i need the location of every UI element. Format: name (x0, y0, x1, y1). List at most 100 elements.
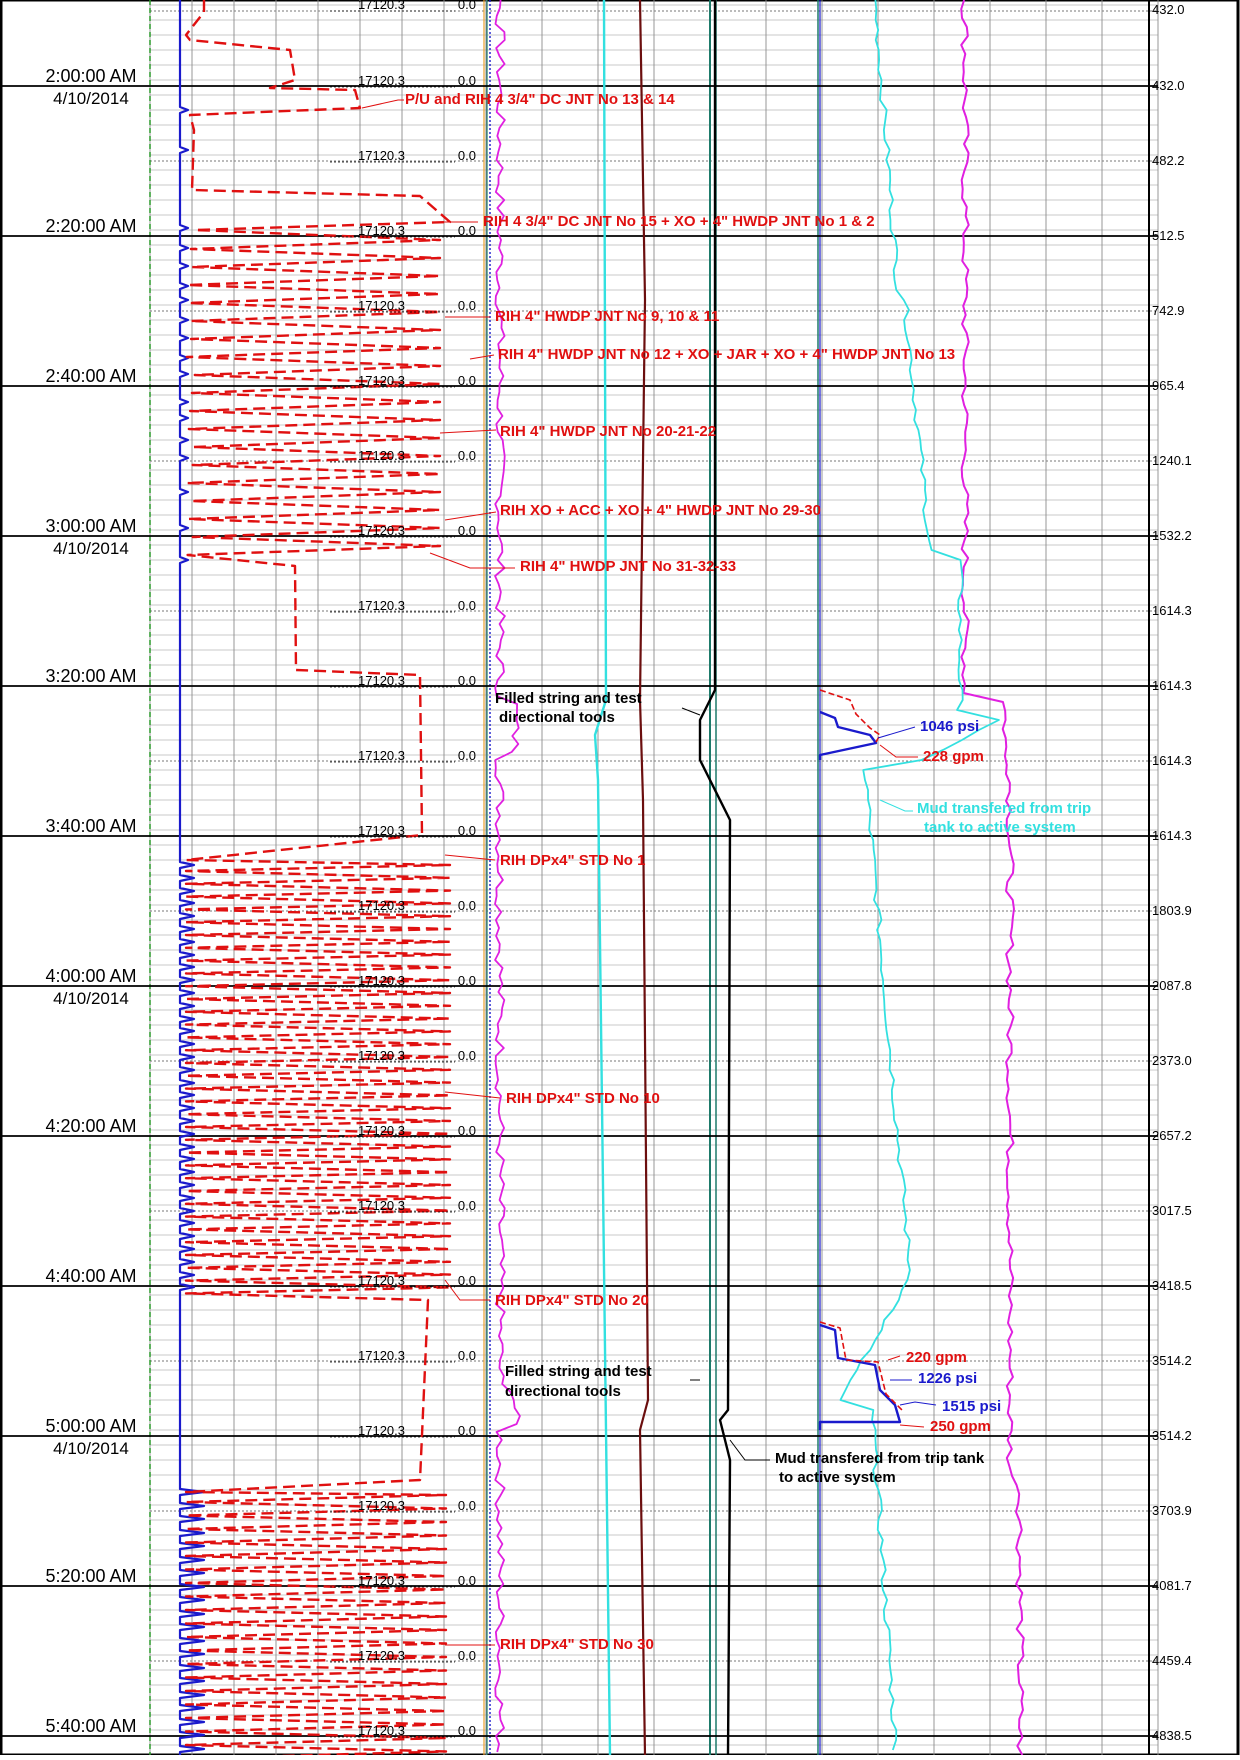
annotation-label: 1046 psi (920, 718, 979, 735)
zero-readout: 0.0 (458, 1498, 476, 1513)
annotation-leader (439, 429, 497, 434)
zero-readout: 0.0 (458, 1273, 476, 1288)
depth-readout: 17120.3 (358, 748, 405, 763)
annotation-label: RIH DPx4" STD No 10 (506, 1090, 660, 1107)
annotation-label: 220 gpm (906, 1349, 967, 1366)
annotation-leader (877, 726, 916, 739)
right-readout: 3418.5 (1152, 1278, 1192, 1293)
series-layer (178, 0, 1025, 1760)
blue-series (178, 0, 206, 1755)
depth-readout: 17120.3 (358, 1273, 405, 1288)
annotation-label: tank to active system (924, 819, 1076, 836)
depth-readout: 17120.3 (358, 1048, 405, 1063)
time-label: 2:40:00 AM (45, 366, 136, 386)
zero-readout: 0.0 (458, 1123, 476, 1138)
pump-flow (819, 689, 881, 743)
right-readout: 432.0 (1152, 2, 1185, 17)
zero-readout: 0.0 (458, 73, 476, 88)
depth-readout: 17120.3 (358, 1348, 405, 1363)
zero-readout: 0.0 (458, 748, 476, 763)
pump-pressure (818, 710, 878, 760)
depth-readout: 17120.3 (358, 298, 405, 313)
annotation-label: 250 gpm (930, 1418, 991, 1435)
date-label: 4/10/2014 (53, 89, 129, 108)
right-readout: 432.0 (1152, 78, 1185, 93)
zero-readout: 0.0 (458, 1648, 476, 1663)
right-readout: 3514.2 (1152, 1353, 1192, 1368)
depth-readout: 17120.3 (358, 1423, 405, 1438)
annotation-label: directional tools (499, 709, 615, 726)
time-label: 5:20:00 AM (45, 1566, 136, 1586)
right-readout: 2087.8 (1152, 978, 1192, 993)
depth-readout: 17120.3 (358, 673, 405, 688)
annotation-label: RIH 4" HWDP JNT No 9, 10 & 11 (495, 308, 719, 325)
date-label: 4/10/2014 (53, 539, 129, 558)
zero-readout: 0.0 (458, 898, 476, 913)
cyan-series (593, 0, 612, 1756)
annotation-label: RIH XO + ACC + XO + 4" HWDP JNT No 29-30 (500, 502, 821, 519)
right-readout: 1532.2 (1152, 528, 1192, 543)
annotation-label: Mud transfered from trip tank (775, 1450, 985, 1467)
zero-readout: 0.0 (458, 1723, 476, 1738)
annotation-label: 1515 psi (942, 1398, 1001, 1415)
annotation-leader (887, 1355, 901, 1361)
right-readout: 1240.1 (1152, 453, 1192, 468)
time-label: 4:00:00 AM (45, 966, 136, 986)
time-label: 3:00:00 AM (45, 516, 136, 536)
zero-readout: 0.0 (458, 1048, 476, 1063)
annotation-label: Mud transfered from trip (917, 800, 1091, 817)
zero-readout: 0.0 (458, 1573, 476, 1588)
time-label: 2:00:00 AM (45, 66, 136, 86)
magenta-series (494, 0, 521, 1753)
depth-readout: 17120.3 (358, 448, 405, 463)
cyan-series (839, 0, 1000, 1751)
annotation-leader (879, 799, 913, 812)
brown-series (638, 0, 650, 1756)
annotation-label: Filled string and test (495, 690, 642, 707)
annotation-leader (469, 354, 495, 360)
right-readout: 482.2 (1152, 153, 1185, 168)
zero-readout: 0.0 (458, 823, 476, 838)
annotation-label: RIH DPx4" STD No 30 (500, 1636, 654, 1653)
readout-layer: 17120.3 0.0 432.0 17120.3 0.0 432.0 17120.3 0.0… (330, 0, 1192, 1743)
depth-readout: 17120.3 (358, 0, 405, 12)
annotation-label: to active system (779, 1469, 896, 1486)
right-readout: 1614.3 (1152, 678, 1192, 693)
annotation-label: P/U and RIH 4 3/4" DC JNT No 13 & 14 (405, 91, 675, 108)
date-label: 4/10/2014 (53, 1439, 129, 1458)
time-label: 5:40:00 AM (45, 1716, 136, 1736)
zero-readout: 0.0 (458, 673, 476, 688)
annotation-label: RIH DPx4" STD No 1 (500, 852, 645, 869)
right-readout: 2657.2 (1152, 1128, 1192, 1143)
annotation-leader (681, 707, 701, 716)
zero-readout: 0.0 (458, 598, 476, 613)
depth-readout: 17120.3 (358, 223, 405, 238)
annotation-leader (444, 1091, 501, 1099)
right-readout: 4081.7 (1152, 1578, 1192, 1593)
right-readout: 1614.3 (1152, 603, 1192, 618)
depth-readout: 17120.3 (358, 73, 405, 88)
right-readout: 4459.4 (1152, 1653, 1192, 1668)
right-readout: 3703.9 (1152, 1503, 1192, 1518)
annotation-leader (729, 1439, 770, 1461)
time-label: 5:00:00 AM (45, 1416, 136, 1436)
annotation-leader (361, 99, 404, 109)
right-readout: 742.9 (1152, 303, 1185, 318)
annotation-leader (899, 1401, 937, 1406)
annotation-label: RIH 4" HWDP JNT No 20-21-22 (500, 423, 716, 440)
right-readout: 512.5 (1152, 228, 1185, 243)
annotation-leader (444, 1279, 490, 1301)
annotation-label: RIH 4" HWDP JNT No 31-32-33 (520, 558, 736, 575)
annotation-leader (444, 511, 497, 521)
annotation-label: Filled string and test (505, 1363, 652, 1380)
right-readout: 2373.0 (1152, 1053, 1192, 1068)
black-series (698, 0, 732, 1756)
zero-readout: 0.0 (458, 1423, 476, 1438)
right-readout: 3017.5 (1152, 1203, 1192, 1218)
date-label: 4/10/2014 (53, 989, 129, 1008)
right-readout: 4838.5 (1152, 1728, 1192, 1743)
time-label: 4:20:00 AM (45, 1116, 136, 1136)
